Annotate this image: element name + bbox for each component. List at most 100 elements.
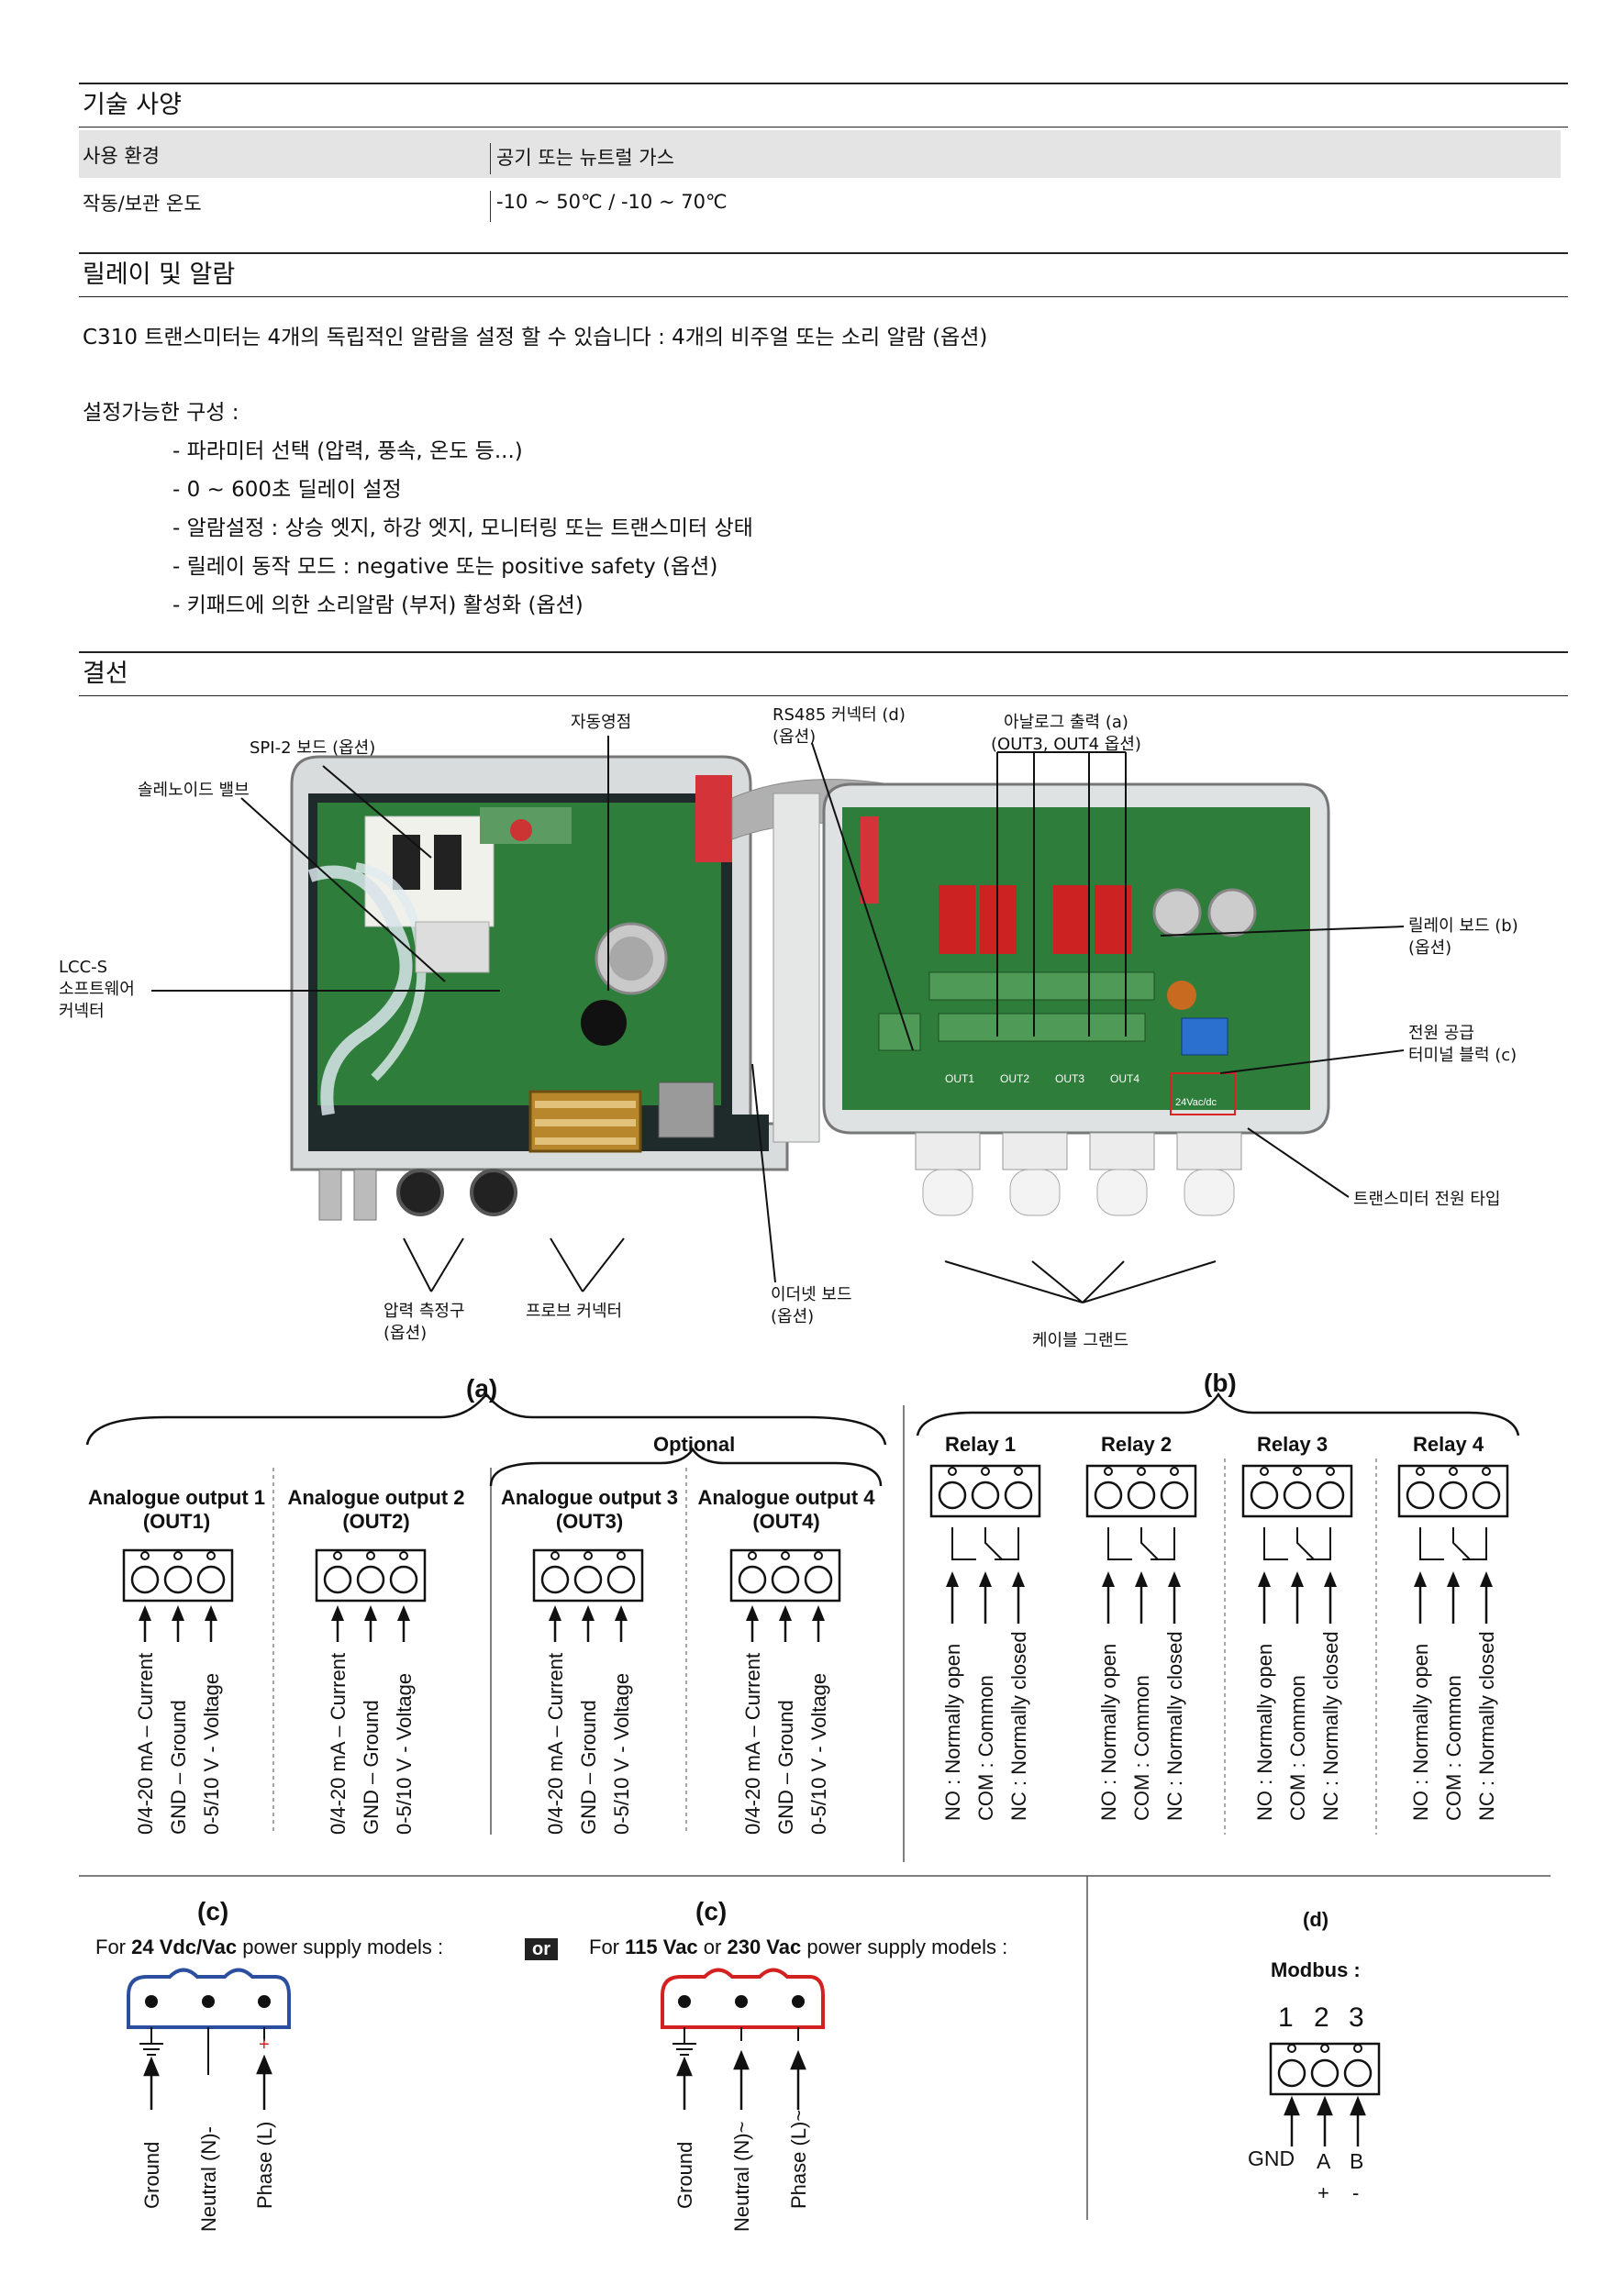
power-terminal-block xyxy=(1181,1017,1228,1056)
modbus-pin-gnd: GND xyxy=(1248,2146,1295,2170)
modbus-pin-number: 1 xyxy=(1278,2002,1294,2033)
relay-pin-label: COM : Common xyxy=(1286,1675,1309,1821)
callout-power-terminal: 전원 공급 터미널 블럭 (c) xyxy=(1408,1024,1517,1065)
relay-pin-label: NO : Normally open xyxy=(1097,1643,1120,1821)
callout-spi2-board: SPI-2 보드 (옵션) xyxy=(250,738,376,758)
relay-pcb xyxy=(842,807,1310,1110)
analog-pin-label: GND – Ground xyxy=(360,1700,383,1835)
cable-gland xyxy=(1002,1132,1068,1216)
config-title: 설정가능한 구성 : xyxy=(83,401,239,425)
label-c-right: (c) xyxy=(695,1897,728,1925)
device-photo: OUT1 OUT2 OUT3 OUT4 24Vac/dc xyxy=(290,755,1330,1221)
relay-component xyxy=(939,885,975,954)
cable-gland xyxy=(1089,1132,1155,1216)
config-item: - 파라미터 선택 (압력, 풍속, 온도 등...) xyxy=(172,439,523,463)
pin-arrow xyxy=(331,1605,344,1642)
label-b: (b) xyxy=(1204,1369,1237,1397)
power-pin-label-24v: Ground xyxy=(140,2141,163,2209)
probe-connector xyxy=(396,1169,444,1216)
power-pin-label-230v: Phase (L)~ xyxy=(787,2109,810,2209)
label-d: (d) xyxy=(1303,1908,1329,1931)
pin-arrow xyxy=(172,1605,184,1642)
analog-connector xyxy=(122,1548,234,1642)
callout-lccs: LCC-S 소프트웨어 커넥터 xyxy=(59,958,135,1021)
relay-pin-label: COM : Common xyxy=(1442,1675,1465,1821)
power-left-caption: For 24 Vdc/Vac power supply models : xyxy=(95,1936,444,1958)
relay-section-title: 릴레이 및 알람 xyxy=(79,252,1568,297)
relay-pin-label: COM : Common xyxy=(974,1675,997,1821)
callout-solenoid-valve: 솔레노이드 밸브 xyxy=(138,781,250,800)
cable-gland xyxy=(915,1132,981,1216)
spec-row: 작동/보관 온도 -10 ~ 50℃ / -10 ~ 70℃ xyxy=(79,178,1561,226)
cable-gland xyxy=(1176,1132,1242,1216)
callout-power-type: 트랜스미터 전원 타입 xyxy=(1353,1190,1501,1209)
pin-arrow xyxy=(1447,1571,1460,1624)
pin-arrow xyxy=(205,1605,217,1642)
spec-key: 작동/보관 온도 xyxy=(83,193,202,215)
relay-pin-label: NC : Normally closed xyxy=(1007,1631,1030,1821)
callout-analog-output: 아날로그 출력 (a) (OUT3, OUT4 옵션) xyxy=(991,713,1141,754)
pin-arrow xyxy=(1258,1571,1271,1624)
pin-arrow xyxy=(946,1571,959,1624)
spec-value: -10 ~ 50℃ / -10 ~ 70℃ xyxy=(490,191,728,222)
analog-output-title: Analogue output 4(OUT4) xyxy=(697,1486,875,1533)
power-pin-label-24v: Neutral (N)- xyxy=(197,2126,220,2232)
pin-arrow xyxy=(1012,1571,1025,1624)
pin-arrow xyxy=(1414,1571,1427,1624)
analog-pin-label: 0-5/10 V - Voltage xyxy=(393,1672,416,1835)
label-c-left: (c) xyxy=(197,1897,229,1925)
analog-pin-label: 0-5/10 V - Voltage xyxy=(807,1672,830,1835)
config-item: - 릴레이 동작 모드 : negative 또는 positive safet… xyxy=(172,555,718,579)
relay-pin-label: NO : Normally open xyxy=(1409,1643,1432,1821)
pin-arrow xyxy=(746,1605,759,1642)
phase-plus-sign: + xyxy=(259,2035,270,2055)
analog-connector xyxy=(532,1548,644,1642)
relay-pin-label: NC : Normally closed xyxy=(1163,1631,1186,1821)
board-mark-out4: OUT4 xyxy=(1110,1072,1139,1085)
analog-pin-label: GND – Ground xyxy=(774,1700,797,1835)
modbus-sign-plus: + xyxy=(1317,2181,1329,2204)
relay-component xyxy=(1053,885,1090,954)
power-connector-24v xyxy=(127,1968,291,2075)
board-mark-out2: OUT2 xyxy=(1000,1072,1029,1085)
pin-arrow xyxy=(1135,1571,1148,1624)
pin-arrow xyxy=(139,1605,151,1642)
analog-pin-label: 0-5/10 V - Voltage xyxy=(610,1672,633,1835)
analog-pin-label: 0/4-20 mA – Current xyxy=(741,1652,764,1835)
callout-probe-connector: 프로브 커넥터 xyxy=(526,1302,623,1321)
modbus-pin-number: 3 xyxy=(1349,2002,1364,2033)
board-mark-out1: OUT1 xyxy=(945,1072,974,1085)
power-type-box xyxy=(1170,1072,1236,1115)
power-pin-label-24v: Phase (L) xyxy=(253,2121,276,2209)
modbus-sign-minus: - xyxy=(1352,2181,1360,2204)
analog-pin-label: 0/4-20 mA – Current xyxy=(544,1652,567,1835)
spec-key: 사용 환경 xyxy=(83,145,160,167)
analog-output-title: Analogue output 2(OUT2) xyxy=(287,1486,465,1533)
pin-arrow xyxy=(979,1571,992,1624)
power-pin-label-230v: Neutral (N)~ xyxy=(730,2121,753,2232)
callout-cable-gland: 케이블 그랜드 xyxy=(1032,1331,1129,1350)
analog-pin-label: 0-5/10 V - Voltage xyxy=(200,1672,223,1835)
relay-intro: C310 트랜스미터는 4개의 독립적인 알람을 설정 할 수 있습니다 : 4… xyxy=(83,326,988,349)
relay-connector xyxy=(929,1464,1041,1624)
modbus-pin-number: 2 xyxy=(1314,2002,1329,2033)
modbus-title: Modbus : xyxy=(1271,1958,1361,1981)
analog-pin-label: GND – Ground xyxy=(577,1700,600,1835)
pin-arrow xyxy=(779,1605,792,1642)
analog-connector xyxy=(315,1548,427,1642)
power-pin-label-230v: Ground xyxy=(673,2141,696,2209)
analog-output-title: Analogue output 3(OUT3) xyxy=(500,1486,679,1533)
pin-arrow xyxy=(615,1605,628,1642)
relay-title: Relay 2 xyxy=(1101,1433,1173,1456)
spec-row: 사용 환경 공기 또는 뉴트럴 가스 xyxy=(79,130,1561,178)
probe-connector xyxy=(470,1169,517,1216)
relay-pin-label: NC : Normally closed xyxy=(1475,1631,1498,1821)
pin-arrow xyxy=(812,1605,825,1642)
pin-arrow xyxy=(1168,1571,1181,1624)
relay-connector xyxy=(1085,1464,1197,1624)
modbus-pin-a: A xyxy=(1317,2149,1331,2173)
relay-pin-label: COM : Common xyxy=(1130,1675,1153,1821)
pin-arrow xyxy=(364,1605,377,1642)
spec-section-title: 기술 사양 xyxy=(79,83,1568,128)
relay-connector xyxy=(1241,1464,1353,1624)
